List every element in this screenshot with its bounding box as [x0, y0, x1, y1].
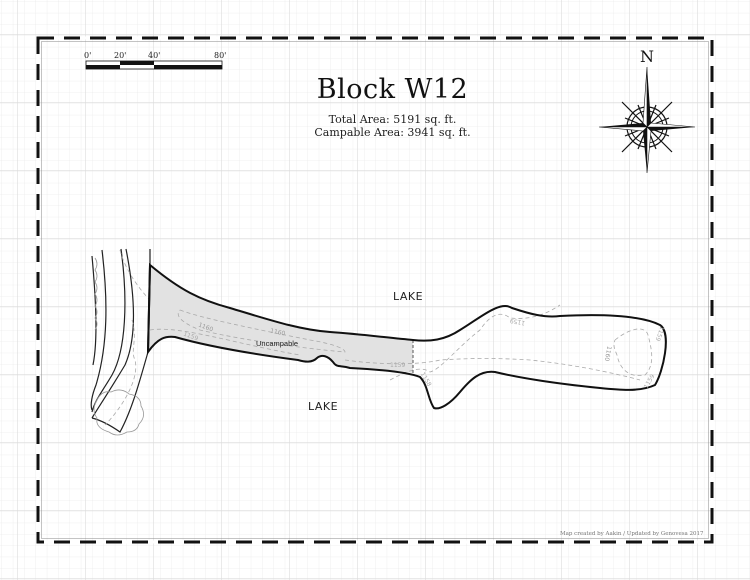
map-credit: Map created by Aakin / Updated by Genove…	[560, 531, 704, 537]
campable-area: Campable Area: 3941 sq. ft.	[314, 126, 471, 139]
campsite-boundary	[146, 262, 667, 410]
left-edge-line	[147, 264, 151, 353]
shrub-outlines	[93, 257, 144, 436]
contour-label: 1159	[390, 362, 406, 369]
uncampable-label: Uncampable	[256, 339, 299, 348]
scale-label-80: 80'	[214, 51, 227, 60]
map-frame	[36, 36, 714, 544]
compass-north-label: N	[640, 47, 654, 66]
map-title: Block W12	[316, 74, 469, 105]
scale-label-0: 0'	[84, 51, 92, 60]
scale-bar	[85, 60, 223, 70]
scale-label-20: 20'	[114, 51, 127, 60]
scale-label-40: 40'	[148, 51, 161, 60]
contour-lines	[104, 249, 653, 426]
lake-label-north: LAKE	[393, 290, 424, 303]
compass-rose-icon	[598, 66, 696, 174]
total-area: Total Area: 5191 sq. ft.	[328, 113, 457, 126]
lake-label-south: LAKE	[308, 400, 339, 413]
